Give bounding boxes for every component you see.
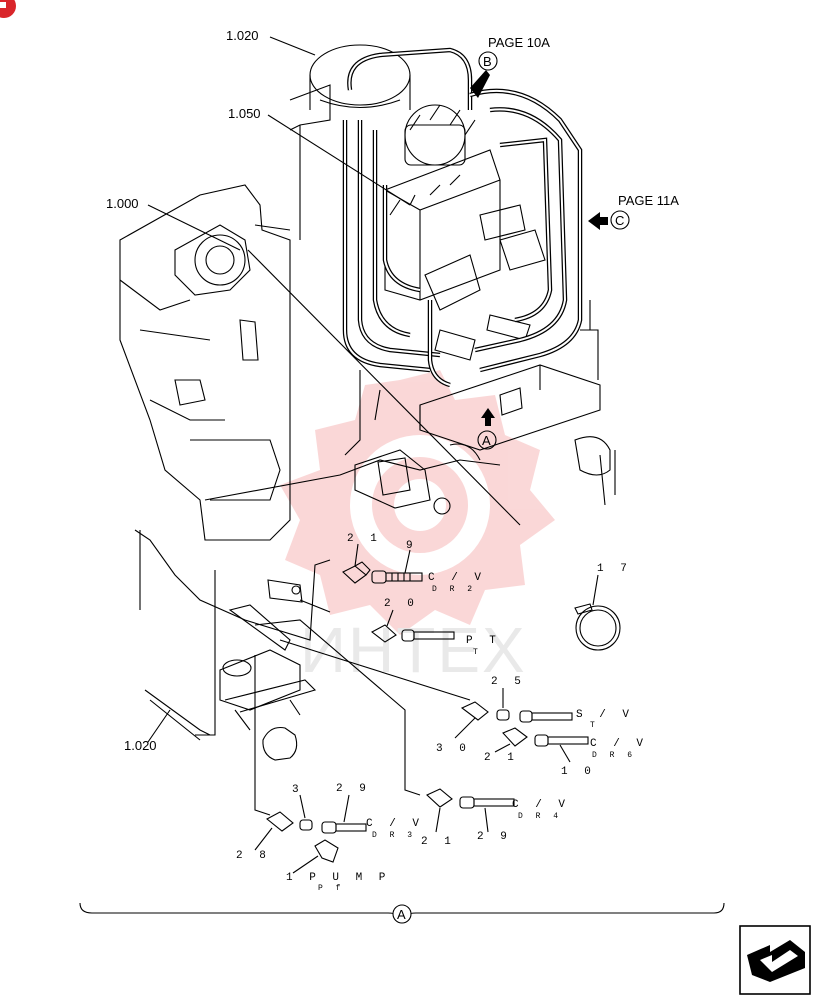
part-10: 1 0 xyxy=(561,766,596,778)
part-30: 3 0 xyxy=(436,743,471,755)
label-1050: 1.050 xyxy=(228,106,261,121)
page-10a-label: PAGE 10A xyxy=(488,35,550,50)
cv-dr6-sub: D R 6 xyxy=(592,751,636,760)
valve-base-plate xyxy=(419,300,616,506)
part-21-a: 2 1 xyxy=(347,533,382,545)
machine-frame xyxy=(119,84,501,541)
label-1020-top: 1.020 xyxy=(226,28,259,43)
part-21-c: 2 1 xyxy=(421,836,456,848)
part-28: 2 8 xyxy=(236,850,271,862)
part-17: 1 7 xyxy=(597,563,632,575)
pump-sub: P f xyxy=(318,884,344,893)
callout-a-bottom: A xyxy=(397,907,406,922)
cv-dr2-label: C / V xyxy=(428,572,486,584)
label-1000: 1.000 xyxy=(106,196,139,211)
sv-sub: T xyxy=(590,721,599,730)
svg-text:C: C xyxy=(615,213,624,228)
callout-c: C xyxy=(610,210,630,230)
arrow-c-icon xyxy=(588,212,608,230)
cv-dr2-sub: D R 2 xyxy=(432,585,476,594)
next-page-arrow-icon[interactable] xyxy=(739,925,811,995)
hose-bundle xyxy=(342,47,583,388)
lower-frame xyxy=(134,529,471,816)
pt-label: P T xyxy=(466,635,501,647)
fittings xyxy=(266,561,621,863)
arrow-b-icon xyxy=(470,70,490,98)
part-9: 9 xyxy=(406,540,418,552)
svg-text:A: A xyxy=(482,433,491,448)
page-11a-label: PAGE 11A xyxy=(618,193,679,208)
cv-dr3-sub: D R 3 xyxy=(372,831,416,840)
cv-dr6-label: C / V xyxy=(590,738,648,750)
cv-dr4-label: C / V xyxy=(512,799,570,811)
arrow-a-icon xyxy=(481,408,495,426)
part-29-a: 2 9 xyxy=(336,783,371,795)
part-29-b: 2 9 xyxy=(477,831,512,843)
corner-badge-icon xyxy=(0,0,16,18)
part-20: 2 0 xyxy=(384,598,419,610)
pt-sub: T xyxy=(473,648,482,657)
cv-dr3-label: C / V xyxy=(366,818,424,830)
svg-text:B: B xyxy=(483,54,492,69)
cv-dr4-sub: D R 4 xyxy=(518,812,562,821)
leader-lines-lower xyxy=(147,543,599,874)
part-3: 3 xyxy=(292,784,304,796)
callout-b: B xyxy=(478,51,498,71)
leader-lines-upper xyxy=(147,36,521,526)
label-1020-bottom: 1.020 xyxy=(124,738,157,753)
view-a-bracket: A xyxy=(79,902,725,924)
watermark-text: ИНТЕХ xyxy=(300,614,527,686)
part-25: 2 5 xyxy=(491,676,526,688)
sv-label: S / V xyxy=(576,709,634,721)
pump-label: 1 P U M P xyxy=(286,872,390,884)
part-21-b: 2 1 xyxy=(484,752,519,764)
callout-a-upper: A xyxy=(477,430,497,450)
hydraulic-tank xyxy=(309,44,411,110)
